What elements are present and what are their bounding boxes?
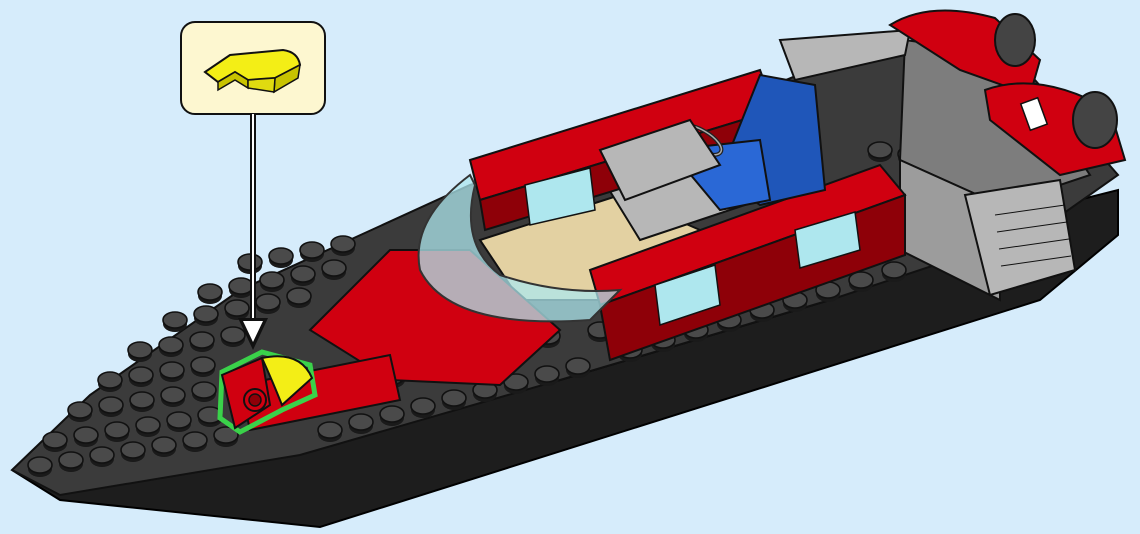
stud (90, 447, 114, 463)
stud (331, 236, 355, 252)
stud (74, 427, 98, 443)
stud (98, 372, 122, 388)
stud (322, 260, 346, 276)
stud (380, 406, 404, 422)
stud (128, 342, 152, 358)
stud (163, 312, 187, 328)
stud (882, 262, 906, 278)
stud (130, 392, 154, 408)
part-callout-box (181, 22, 325, 114)
stud (194, 306, 218, 322)
stud (99, 397, 123, 413)
stud (221, 327, 245, 343)
stud (152, 437, 176, 453)
stud (225, 300, 249, 316)
stud (411, 398, 435, 414)
stud (318, 422, 342, 438)
stud (442, 390, 466, 406)
stud (291, 266, 315, 282)
stud (198, 284, 222, 300)
stud (868, 142, 892, 158)
stud (260, 272, 284, 288)
stud (160, 362, 184, 378)
stud (566, 358, 590, 374)
stud (269, 248, 293, 264)
stud (349, 414, 373, 430)
stud (287, 288, 311, 304)
stud (535, 366, 559, 382)
stud (229, 278, 253, 294)
stud (121, 442, 145, 458)
stud (190, 332, 214, 348)
stud (192, 382, 216, 398)
stud (129, 367, 153, 383)
stud (68, 402, 92, 418)
stud (159, 337, 183, 353)
stud (28, 457, 52, 473)
stud (183, 432, 207, 448)
stud (300, 242, 324, 258)
stud (256, 294, 280, 310)
stud (191, 357, 215, 373)
stud (167, 412, 191, 428)
stud (43, 432, 67, 448)
stud (161, 387, 185, 403)
stud (136, 417, 160, 433)
stud (105, 422, 129, 438)
stud (59, 452, 83, 468)
